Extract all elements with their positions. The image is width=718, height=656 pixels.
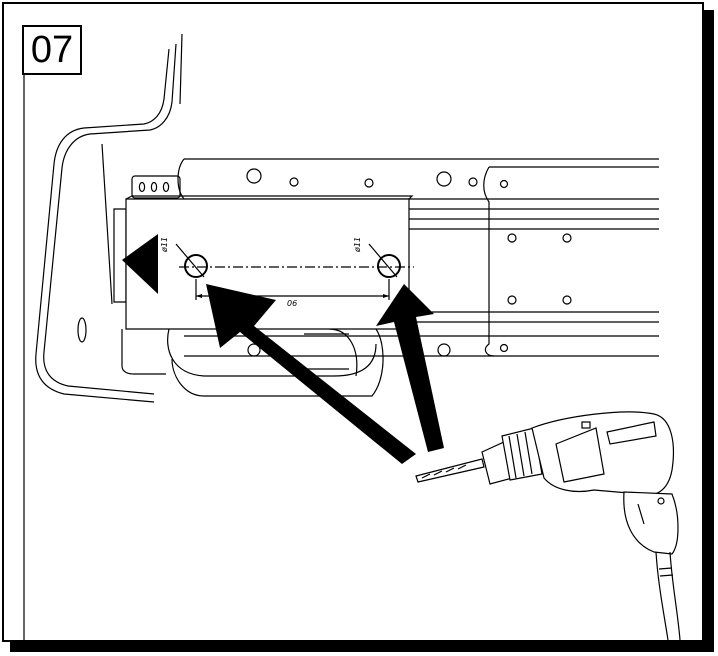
hole-left-diameter-label: ø11 bbox=[160, 237, 169, 253]
instruction-frame: 07 bbox=[2, 2, 704, 642]
hole-spacing-label: 06 bbox=[287, 299, 297, 308]
arrow-left-icon bbox=[206, 284, 416, 464]
arrow-right-icon bbox=[376, 284, 444, 452]
power-drill-icon bbox=[415, 411, 681, 640]
direction-arrow-icon bbox=[122, 234, 158, 294]
assembly-drawing: ø11 ø11 06 bbox=[23, 33, 681, 640]
step-number-box: 07 bbox=[22, 25, 82, 75]
hole-right-diameter-label: ø11 bbox=[353, 237, 362, 253]
drill-arrows bbox=[206, 284, 444, 464]
seat-frame-outline bbox=[23, 33, 183, 640]
step-number: 07 bbox=[30, 28, 74, 71]
lower-mechanism bbox=[121, 328, 384, 397]
